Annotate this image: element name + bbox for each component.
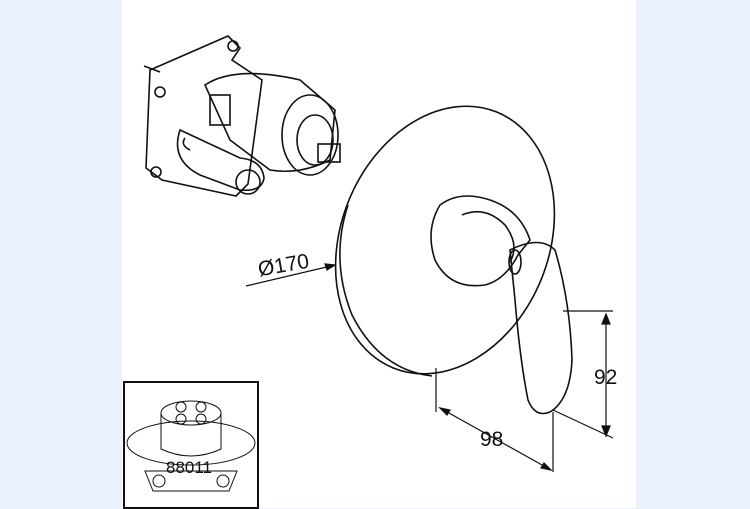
inset-thermostat-box: 88011 (123, 381, 259, 509)
inset-part-drawing (126, 400, 256, 492)
height-label: 92 (594, 366, 618, 389)
dimension-lines (245, 263, 614, 472)
part-number-label: 88011 (166, 458, 213, 477)
lever-handle (430, 195, 573, 415)
depth-label: 98 (480, 428, 504, 451)
rough-in-valve (143, 35, 341, 197)
cover-plate (334, 105, 556, 377)
